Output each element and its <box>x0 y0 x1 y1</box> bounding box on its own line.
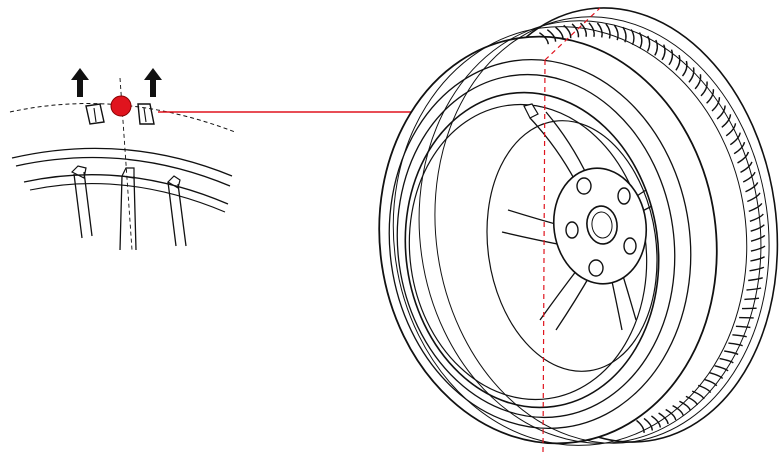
detail-rim-arc-3 <box>23 174 229 205</box>
detail-dashed-arc <box>9 103 236 133</box>
wheel-dashed-diag <box>544 7 601 61</box>
tire-tread <box>539 22 766 433</box>
tread-block <box>742 171 756 183</box>
tread-block <box>748 202 763 213</box>
tread-block <box>744 297 760 301</box>
tire-sidewall-2 <box>396 73 676 419</box>
tread-block <box>613 24 619 41</box>
tread-block <box>750 256 765 262</box>
tread-block <box>750 234 766 242</box>
tread-block <box>665 408 677 421</box>
tread-block <box>579 22 587 37</box>
detail-lug-right <box>167 175 181 189</box>
tread-block <box>748 277 763 282</box>
wheel-view <box>378 7 779 446</box>
tread-block <box>668 49 674 66</box>
tread-block <box>654 39 659 56</box>
tread-block <box>719 357 734 364</box>
tread-block <box>697 384 712 394</box>
tread-block <box>725 123 737 137</box>
detail-spoke-mid <box>119 175 137 251</box>
tread-block <box>733 141 746 155</box>
tread-block <box>716 105 726 120</box>
up-arrow-icon <box>144 68 162 97</box>
detail-spoke-left <box>73 171 93 239</box>
tread-block <box>646 35 651 52</box>
tire-outer-front <box>378 35 718 445</box>
red-dot-marker <box>110 95 132 117</box>
tread-block <box>605 23 611 39</box>
detail-valve-block <box>85 103 155 125</box>
tread-block <box>672 404 684 416</box>
wheel-dashed-axis <box>542 59 546 453</box>
tread-block <box>679 400 692 411</box>
tread-block <box>643 417 653 431</box>
tread-block <box>749 213 764 222</box>
tread-block <box>750 245 766 252</box>
tread-block <box>636 419 645 433</box>
tread-block <box>749 266 765 272</box>
tread-block <box>745 182 759 193</box>
tread-block <box>721 114 732 128</box>
detail-lug-left <box>70 165 87 179</box>
tread-block <box>746 287 762 291</box>
tread-block <box>630 29 635 46</box>
tire-sidewall-1 <box>388 58 692 430</box>
tread-block <box>729 132 741 146</box>
tread-block <box>658 412 669 425</box>
tread-block <box>571 23 580 38</box>
tread-block <box>740 161 753 174</box>
detail-rim-arc-2 <box>15 156 231 187</box>
valve-stem <box>523 103 539 119</box>
detail-rim-arc-4 <box>29 183 226 213</box>
up-arrow-icon <box>71 68 89 97</box>
tread-block <box>651 415 661 428</box>
detail-view <box>9 68 236 251</box>
lug-holes <box>565 177 637 277</box>
tread-block <box>694 74 702 90</box>
tread-block <box>728 342 743 347</box>
tread-block <box>555 26 564 40</box>
tread-block <box>546 29 557 42</box>
tread-block <box>563 24 572 39</box>
detail-valve-inner <box>93 107 147 123</box>
tread-block <box>750 224 765 232</box>
tread-block <box>711 97 721 112</box>
tread-block <box>675 54 681 71</box>
detail-spoke-right <box>167 181 187 247</box>
tread-block <box>703 378 718 387</box>
tread-block <box>596 22 603 38</box>
hub-center-bore <box>586 205 618 245</box>
tread-block <box>700 81 708 97</box>
tread-block <box>638 32 643 49</box>
tread-block <box>588 22 595 37</box>
tread-block <box>688 67 695 83</box>
detail-rim-arc-1 <box>11 147 233 177</box>
tread-block <box>714 365 729 372</box>
tread-block <box>661 44 666 61</box>
tread-block <box>709 372 724 380</box>
tread-block <box>685 395 699 406</box>
rim-lip-outer <box>404 91 660 409</box>
tread-block <box>681 60 688 77</box>
tread-block <box>735 325 751 329</box>
tread-block <box>724 350 739 356</box>
tread-block <box>747 192 761 203</box>
rim-barrel <box>486 120 658 372</box>
hub-outer <box>552 167 648 285</box>
tread-block <box>691 390 705 400</box>
detail-lug-mid <box>121 167 135 179</box>
tread-block <box>706 89 715 104</box>
tread-block <box>622 26 627 43</box>
tread-block <box>732 334 747 338</box>
tread-block <box>539 32 549 45</box>
tread-block <box>737 151 750 164</box>
